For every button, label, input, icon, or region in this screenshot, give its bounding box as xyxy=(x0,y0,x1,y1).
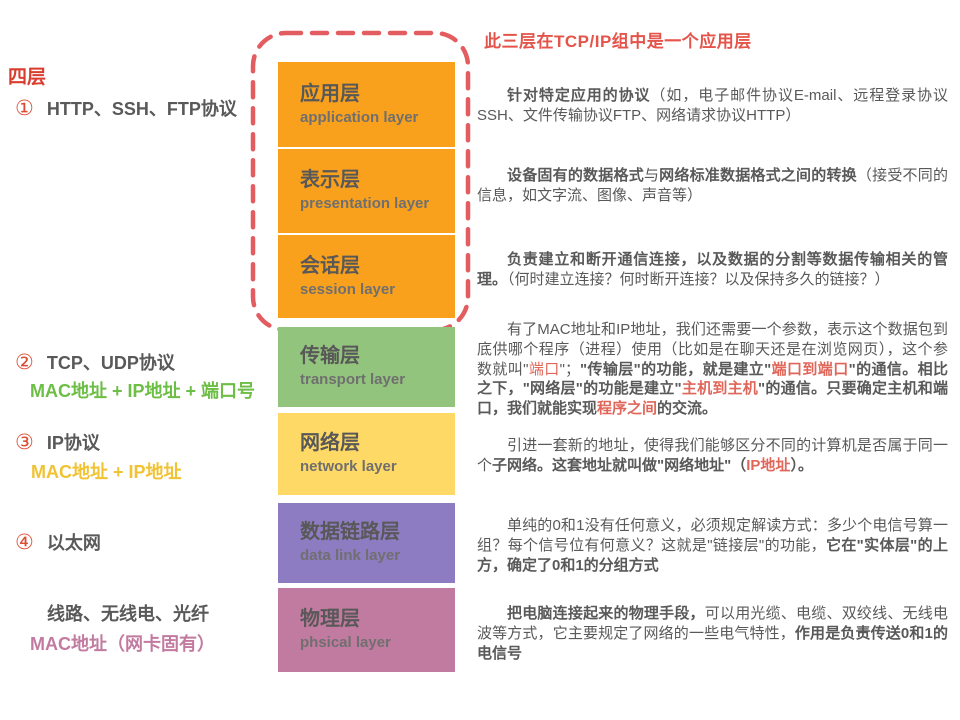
layer-title-en: network layer xyxy=(300,458,397,476)
layer-title-cn: 会话层 xyxy=(300,254,360,277)
layer-title-cn: 传输层 xyxy=(300,345,360,368)
left-heading-four-layers: 四层 xyxy=(8,67,47,88)
layer-title-cn: 表示层 xyxy=(300,169,360,192)
layer-title-en: transport layer xyxy=(300,371,406,389)
desc-presentation-layer: 设备固有的数据格式与网络标准数据格式之间的转换（接受不同的信息，如文字流、图像、… xyxy=(477,167,948,204)
layer-title-en: application layer xyxy=(300,108,419,126)
layer-title-cn: 数据链路层 xyxy=(300,521,400,544)
layer-title-cn: 物理层 xyxy=(300,608,360,631)
layer-title-cn: 应用层 xyxy=(300,82,360,105)
desc-transport-layer: 有了MAC地址和IP地址，我们还需要一个参数，表示这个数据包到底供哪个程序（进程… xyxy=(477,321,948,418)
left-item-1-label: HTTP、SSH、FTP协议 xyxy=(46,99,237,119)
layer-box-physical: 物理层 phsical layer xyxy=(278,588,455,672)
layer-box-transport: 传输层 transport layer xyxy=(278,327,455,407)
left-item-5-sublabel: MAC地址（网卡固有） xyxy=(30,634,215,654)
desc-network-layer: 引进一套新的地址，使得我们能够区分不同的计算机是否属于同一个子网络。这套地址就叫… xyxy=(477,437,948,474)
circled-number-3: ③ xyxy=(15,430,34,454)
layer-title-en: phsical layer xyxy=(300,634,391,652)
layer-box-network: 网络层 network layer xyxy=(278,413,455,495)
circled-number-1: ① xyxy=(15,96,34,120)
left-item-4-label: 以太网 xyxy=(46,533,101,553)
left-item-5-label: 线路、无线电、光纤 xyxy=(47,604,209,624)
layer-title-en: data link layer xyxy=(300,547,401,565)
layer-title-cn: 网络层 xyxy=(300,432,360,455)
desc-application-layer: 针对特定应用的协议（如，电子邮件协议E-mail、远程登录协议SSH、文件传输协… xyxy=(477,87,948,124)
desc-session-layer: 负责建立和断开通信连接，以及数据的分割等数据传输相关的管理。（何时建立连接？何时… xyxy=(477,251,948,288)
layer-box-application: 应用层 application layer xyxy=(278,62,455,147)
left-item-2-sublabel: MAC地址 + IP地址 + 端口号 xyxy=(30,381,256,401)
layer-title-en: presentation layer xyxy=(300,195,430,213)
left-item-4: ④ 以太网 xyxy=(15,529,101,555)
layer-title-en: session layer xyxy=(300,280,396,298)
left-item-5: 线路、无线电、光纤 xyxy=(47,600,209,626)
left-item-3-sublabel: MAC地址 + IP地址 xyxy=(31,462,182,482)
circled-number-2: ② xyxy=(15,350,34,374)
left-item-2: ② TCP、UDP协议 xyxy=(15,349,175,375)
left-item-1: ① HTTP、SSH、FTP协议 xyxy=(15,95,237,121)
layer-box-data-link: 数据链路层 data link layer xyxy=(278,503,455,583)
left-item-3-label: IP协议 xyxy=(46,433,100,453)
top-annotation: 此三层在TCP/IP组中是一个应用层 xyxy=(484,32,752,51)
left-item-3: ③ IP协议 xyxy=(15,429,100,455)
desc-physical-layer: 把电脑连接起来的物理手段，可以用光缆、电缆、双绞线、无线电波等方式，它主要规定了… xyxy=(477,605,948,662)
layer-box-session: 会话层 session layer xyxy=(278,235,455,318)
circled-number-4: ④ xyxy=(15,530,34,554)
layer-box-presentation: 表示层 presentation layer xyxy=(278,149,455,233)
desc-data-link-layer: 单纯的0和1没有任何意义，必须规定解读方式：多少个电信号算一组？每个信号位有何意… xyxy=(477,517,948,574)
left-item-2-label: TCP、UDP协议 xyxy=(46,353,175,373)
